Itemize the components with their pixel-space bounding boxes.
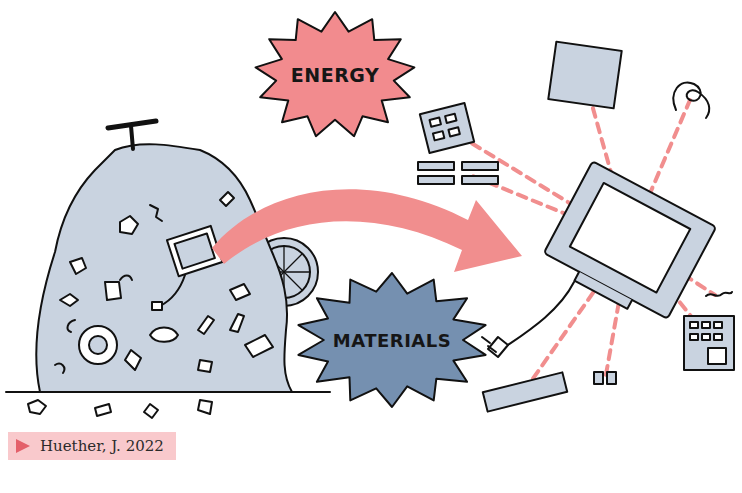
credit-text: Huether, J. 2022 [40,437,164,455]
credit-box: Huether, J. 2022 [8,432,176,460]
flow-arrow [212,189,522,272]
exploded-lines [450,80,715,390]
waste-pile [6,121,330,418]
materials-starburst: MATERIALS [296,273,488,407]
burst-label: ENERGY [291,64,379,86]
energy-starburst: ENERGY [255,12,415,138]
triangle-marker [15,438,31,454]
burst-label: MATERIALS [333,330,451,351]
